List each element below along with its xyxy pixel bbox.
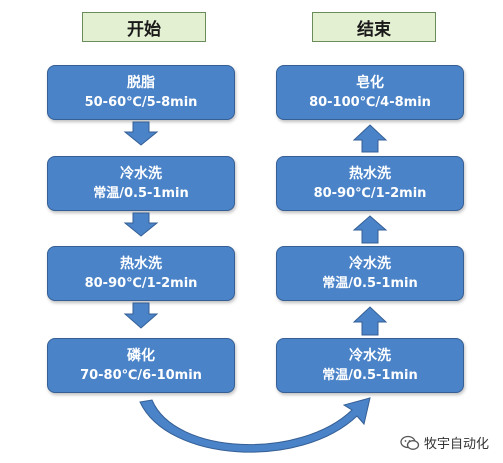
arrow-up-icon	[352, 124, 388, 153]
step-degreasing: 脱脂 50-60℃/5-8min	[47, 65, 235, 120]
arrow-up-icon	[352, 306, 388, 336]
step-hot-rinse-2: 热水洗 80-90℃/1-2min	[276, 156, 464, 211]
step-condition: 80-90℃/1-2min	[313, 185, 427, 201]
step-condition: 常温/0.5-1min	[322, 367, 418, 383]
step-name: 冷水洗	[349, 347, 391, 364]
step-condition: 70-80℃/6-10min	[80, 367, 202, 383]
wechat-icon	[400, 435, 420, 450]
watermark: 牧宇自动化	[400, 433, 489, 452]
step-name: 磷化	[127, 347, 155, 364]
step-cold-rinse-1: 冷水洗 常温/0.5-1min	[47, 156, 235, 211]
step-condition: 80-90℃/1-2min	[84, 275, 198, 291]
step-name: 热水洗	[120, 255, 162, 272]
step-condition: 常温/0.5-1min	[93, 185, 189, 201]
step-saponification: 皂化 80-100℃/4-8min	[276, 65, 464, 120]
step-name: 脱脂	[127, 74, 155, 91]
step-name: 冷水洗	[349, 255, 391, 272]
step-hot-rinse-1: 热水洗 80-90℃/1-2min	[47, 246, 235, 301]
end-label: 结束	[312, 12, 436, 42]
arrow-up-icon	[352, 215, 388, 244]
step-cold-rinse-3: 冷水洗 常温/0.5-1min	[276, 338, 464, 393]
step-phosphating: 磷化 70-80℃/6-10min	[47, 338, 235, 393]
step-condition: 常温/0.5-1min	[322, 275, 418, 291]
step-name: 冷水洗	[120, 165, 162, 182]
step-condition: 50-60℃/5-8min	[84, 94, 198, 110]
curved-connector-arrow	[139, 397, 371, 453]
step-condition: 80-100℃/4-8min	[309, 94, 431, 110]
arrow-down-icon	[123, 212, 159, 237]
start-label: 开始	[82, 12, 206, 42]
watermark-text: 牧宇自动化	[423, 437, 489, 452]
arrow-down-icon	[123, 302, 159, 329]
step-name: 皂化	[356, 74, 384, 91]
step-cold-rinse-2: 冷水洗 常温/0.5-1min	[276, 246, 464, 301]
step-name: 热水洗	[349, 165, 391, 182]
arrow-down-icon	[123, 121, 159, 146]
